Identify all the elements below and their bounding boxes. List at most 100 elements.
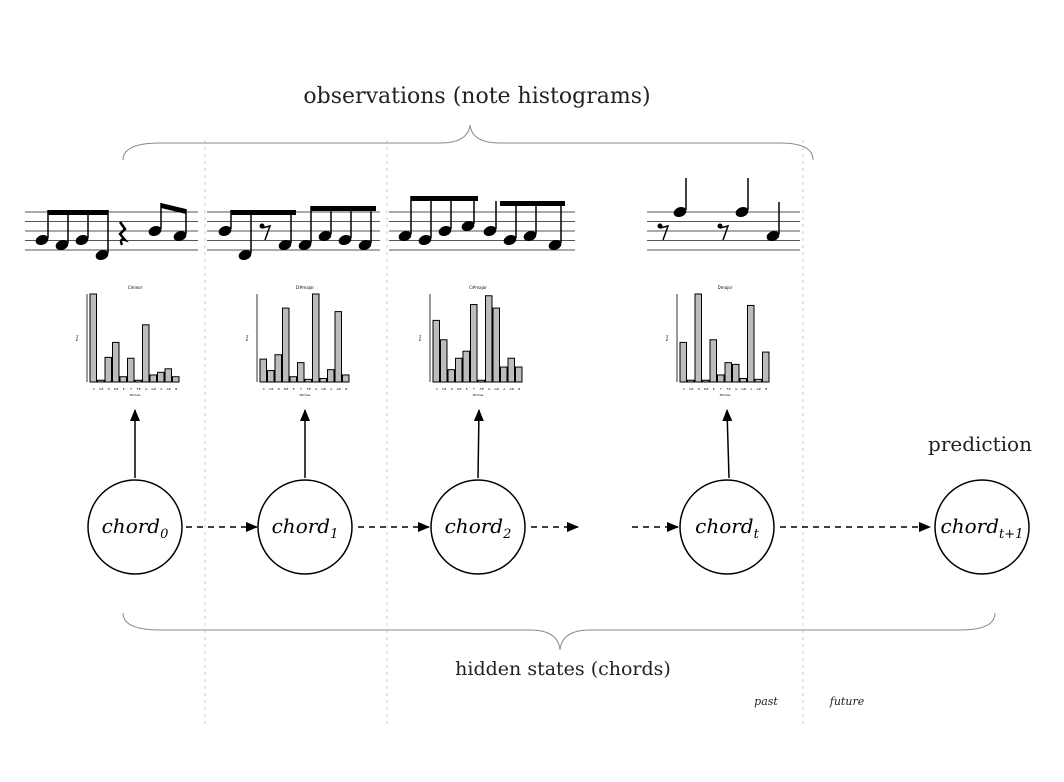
x-tick-label: G xyxy=(315,387,318,391)
chord-node-label: chord2 xyxy=(445,514,512,542)
x-tick-label: C xyxy=(263,387,265,391)
chord-label-subscript: t xyxy=(754,527,760,542)
chord-node-t+1: chordt+1 xyxy=(934,479,1030,575)
histogram-bar xyxy=(477,379,485,383)
x-tick-label: E xyxy=(466,387,468,391)
histogram-bar xyxy=(142,324,150,383)
note-head xyxy=(418,234,432,246)
chord-node-label: chord1 xyxy=(272,514,339,542)
chord-node-circle xyxy=(934,479,1030,575)
eighth-rest xyxy=(261,224,272,241)
x-tick-label: G xyxy=(488,387,491,391)
histogram-bar xyxy=(492,307,500,383)
x-tick-label: G xyxy=(735,387,738,391)
y-axis-label: Freq xyxy=(75,335,79,342)
x-tick-label: D# xyxy=(457,387,462,391)
x-tick-label: F# xyxy=(307,387,312,391)
histogram-bar xyxy=(432,319,440,383)
x-tick-label: D xyxy=(698,387,701,391)
x-tick-label: G# xyxy=(741,387,746,391)
emission-arrow xyxy=(722,409,733,479)
histogram-bar xyxy=(312,293,320,383)
x-tick-label: G# xyxy=(494,387,499,391)
chord-label-subscript: 2 xyxy=(502,527,511,542)
chord-node-1: chord1 xyxy=(257,479,353,575)
x-tick-label: C# xyxy=(442,387,447,391)
histogram-bar xyxy=(500,366,508,383)
chord-label-subscript: 0 xyxy=(160,527,168,542)
x-tick-label: F xyxy=(473,387,475,391)
note-beam xyxy=(500,201,565,206)
histogram-bar xyxy=(97,379,105,383)
x-tick-label: B xyxy=(345,387,347,391)
histogram-bar xyxy=(447,369,455,383)
x-tick-label: F xyxy=(720,387,722,391)
x-tick-label: F# xyxy=(727,387,732,391)
histogram-bar xyxy=(134,379,142,383)
histogram-bar xyxy=(732,363,740,383)
x-axis-label: Pitches xyxy=(720,393,731,397)
eighth-rest xyxy=(659,224,670,241)
x-tick-label: A# xyxy=(336,387,341,391)
note-head xyxy=(673,206,687,218)
x-tick-label: D xyxy=(451,387,454,391)
note-head xyxy=(238,249,252,261)
chord-node-label: chordt xyxy=(695,514,760,542)
x-tick-label: D xyxy=(108,387,111,391)
staff xyxy=(647,178,800,251)
note-head xyxy=(55,239,69,251)
x-tick-label: E xyxy=(123,387,125,391)
x-tick-label: A xyxy=(750,387,753,391)
histogram-bar xyxy=(334,311,342,383)
histogram-bar xyxy=(342,374,350,383)
note-head xyxy=(218,225,232,237)
histogram-bar xyxy=(282,307,290,383)
note-head xyxy=(318,230,332,242)
x-tick-label: B xyxy=(765,387,767,391)
x-tick-label: C xyxy=(683,387,685,391)
note-beam xyxy=(311,206,376,211)
histogram-bar xyxy=(149,374,157,383)
note-head xyxy=(298,239,312,251)
x-axis-label: Pitches xyxy=(473,393,484,397)
x-axis-label: Pitches xyxy=(130,393,141,397)
top-brace xyxy=(122,124,814,161)
histogram-bar xyxy=(717,374,725,383)
note-head xyxy=(95,249,109,261)
staff xyxy=(25,203,198,261)
x-tick-label: C# xyxy=(99,387,104,391)
chord-node-circle xyxy=(679,479,775,575)
note-head xyxy=(523,230,537,242)
x-tick-label: F xyxy=(130,387,132,391)
histogram-bar xyxy=(739,377,747,383)
x-tick-label: E xyxy=(713,387,715,391)
prediction-label: prediction xyxy=(928,432,1032,456)
x-tick-label: D# xyxy=(284,387,289,391)
chord-node-circle xyxy=(257,479,353,575)
y-axis-label: Freq xyxy=(665,335,669,342)
chord-node-0: chord0 xyxy=(87,479,183,575)
quarter-rest xyxy=(118,221,129,246)
note-beam xyxy=(48,210,108,215)
histogram-bar xyxy=(507,357,515,383)
note-head xyxy=(148,225,162,237)
chord-label-base: chord xyxy=(695,514,754,538)
histogram-bar xyxy=(470,304,478,383)
histogram-bar xyxy=(274,354,282,383)
chord-node-t: chordt xyxy=(679,479,775,575)
observations-title: observations (note histograms) xyxy=(303,84,651,109)
x-tick-label: C# xyxy=(689,387,694,391)
histogram-bar xyxy=(762,351,770,383)
x-tick-label: D# xyxy=(114,387,119,391)
chord-node-circle xyxy=(87,479,183,575)
time-dividers xyxy=(204,140,804,728)
note-beam xyxy=(231,210,296,215)
x-tick-label: A# xyxy=(756,387,761,391)
chord-node-label: chord0 xyxy=(102,514,169,542)
histogram-bar xyxy=(104,356,112,383)
chord-label-base: chord xyxy=(272,514,331,538)
